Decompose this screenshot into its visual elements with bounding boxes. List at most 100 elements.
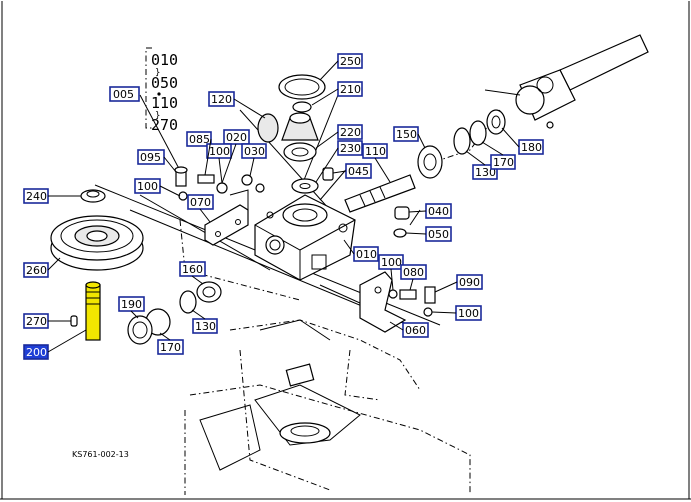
callout-200[interactable]: 200 [23,344,49,360]
pto-universal-joint [484,34,649,129]
callout-020[interactable]: 020 [223,129,250,145]
callout-160[interactable]: 160 [179,261,206,277]
svg-text:100: 100 [381,256,402,269]
callout-230[interactable]: 230 [337,140,363,156]
callout-040[interactable]: 040 [425,203,452,219]
bearing-150 [417,145,443,179]
callout-070[interactable]: 070 [187,194,214,210]
svg-text:090: 090 [459,276,480,289]
callout-220[interactable]: 220 [337,124,363,140]
callout-045[interactable]: 045 [345,163,372,179]
callout-270[interactable]: 270 [23,313,49,329]
svg-text:040: 040 [428,205,449,218]
serial-range-group: 010 050 110 270 } } [145,47,178,134]
bolt-090 [424,286,436,304]
washer-100d [423,307,433,317]
callout-110[interactable]: 110 [362,143,388,159]
callout-050[interactable]: 050 [425,226,452,242]
callout-005[interactable]: 005 [109,86,140,102]
callout-060[interactable]: 060 [402,322,429,338]
svg-text:010: 010 [356,248,377,261]
svg-text:170: 170 [493,156,514,169]
shaft-200 [85,281,101,341]
svg-text:}: } [155,68,160,78]
callout-085[interactable]: 085 [186,131,212,147]
callout-100-d[interactable]: 100 [455,305,482,321]
callout-260[interactable]: 260 [23,262,49,278]
callout-170-top[interactable]: 170 [490,154,516,170]
callout-090[interactable]: 090 [456,274,483,290]
svg-text:050: 050 [428,228,449,241]
svg-text:045: 045 [348,165,369,178]
svg-text:100: 100 [458,307,479,320]
svg-text:085: 085 [189,133,210,146]
callout-leaders [47,60,520,353]
svg-text:095: 095 [140,151,161,164]
shaft-110 [344,174,416,213]
callout-010[interactable]: 010 [353,246,379,262]
svg-text:060: 060 [405,324,426,337]
svg-text:170: 170 [160,341,181,354]
serial-110: 110 [151,94,178,112]
seal-190 [127,315,153,345]
svg-text:270: 270 [26,315,47,328]
bearing-160 [196,281,222,303]
callout-150[interactable]: 150 [393,126,419,142]
callout-250[interactable]: 250 [337,53,363,69]
bolt-095 [174,166,188,187]
svg-text:250: 250 [340,55,361,68]
svg-text:180: 180 [521,141,542,154]
diagram-code: KS761-002-13 [72,450,129,459]
plug-045 [322,167,334,181]
nut-020 [216,182,228,194]
svg-text:220: 220 [340,126,361,139]
cap-240 [80,189,106,203]
spacer-230 [291,178,319,194]
svg-text:160: 160 [182,263,203,276]
svg-text:100: 100 [137,180,158,193]
seal-180 [486,109,506,135]
svg-text:190: 190 [121,298,142,311]
svg-text:260: 260 [26,264,47,277]
svg-text:130: 130 [195,320,216,333]
svg-text:230: 230 [340,142,361,155]
callout-100-c[interactable]: 100 [378,254,404,270]
svg-text:120: 120 [211,93,232,106]
callout-170-bottom[interactable]: 170 [157,339,184,355]
callout-080[interactable]: 080 [400,264,427,280]
seal-130-bottom [179,290,197,314]
svg-text:240: 240 [26,190,47,203]
washer-050 [393,228,407,238]
callout-130-bottom[interactable]: 130 [192,318,218,334]
svg-text:020: 020 [226,131,247,144]
pulley-260 [50,215,144,271]
callout-190[interactable]: 190 [118,296,145,312]
svg-text:005: 005 [113,88,134,101]
washer-210 [292,101,312,113]
callout-210[interactable]: 210 [337,81,363,97]
ring-130-top [453,127,471,155]
callout-100-a[interactable]: 100 [206,143,232,159]
svg-text:080: 080 [403,266,424,279]
callout-120[interactable]: 120 [208,91,235,107]
callout-095[interactable]: 095 [137,149,165,165]
bracket-070 [204,189,249,246]
callout-100-b[interactable]: 100 [134,178,161,194]
callout-240[interactable]: 240 [23,188,49,204]
callout-030[interactable]: 030 [241,143,267,159]
bevel-gear-120 [257,112,319,143]
serial-050: 050 [151,74,178,92]
svg-text:}: } [155,111,160,121]
washer-100c [388,289,398,299]
svg-text:030: 030 [244,145,265,158]
svg-text:150: 150 [396,128,417,141]
svg-text:110: 110 [365,145,386,158]
gearbox-housing-010 [254,194,356,281]
plug-040 [394,206,410,220]
circlip-170-top [469,120,487,146]
bolt-085 [197,174,215,184]
callout-180[interactable]: 180 [518,139,544,155]
nut-030 [241,174,265,193]
